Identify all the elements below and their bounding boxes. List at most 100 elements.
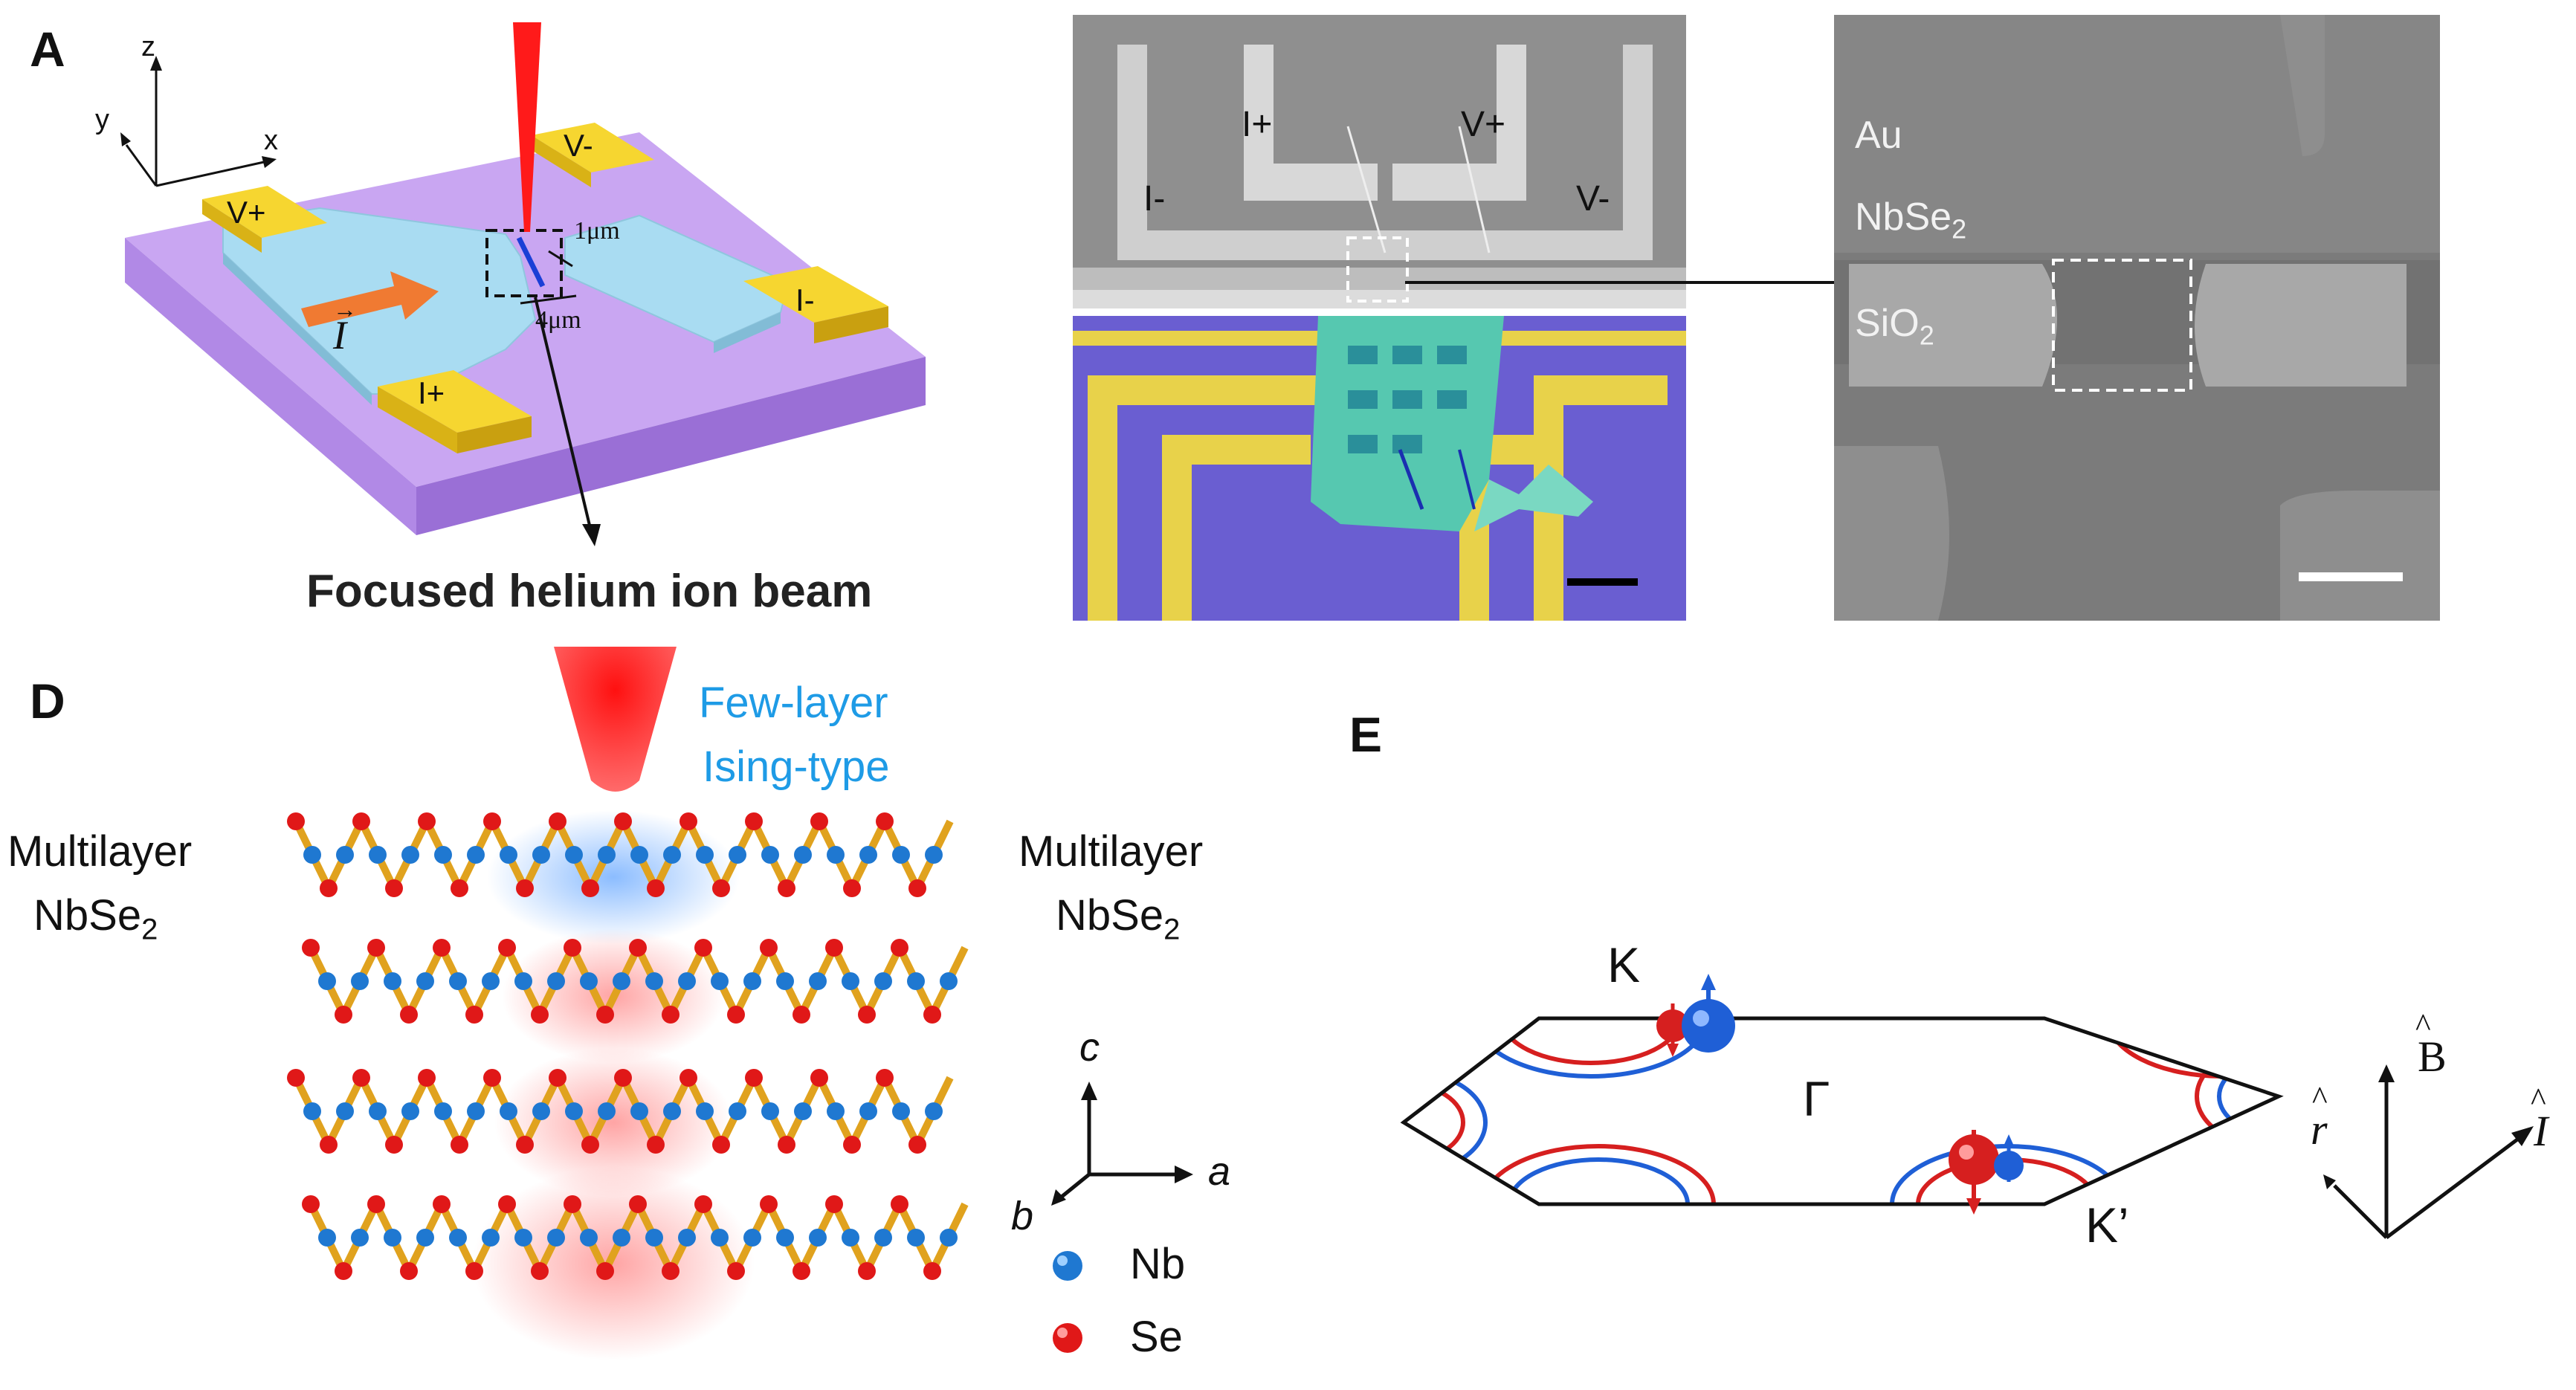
nb-atom — [449, 1229, 467, 1247]
nb-atom — [645, 1229, 663, 1247]
panel-a-axes — [125, 67, 265, 187]
nb-atom — [318, 1229, 336, 1247]
nb-atom — [336, 846, 354, 864]
se-atom — [352, 1069, 370, 1087]
se-atom — [385, 1136, 403, 1154]
se-atom — [810, 1069, 828, 1087]
nb-atom — [892, 846, 910, 864]
nb-atom — [401, 846, 419, 864]
b-label-v-plus: V+ — [1461, 105, 1506, 144]
nb-atom — [925, 1102, 943, 1120]
se-atom — [843, 1136, 861, 1154]
nbse2-layers — [287, 812, 969, 1280]
few-layer-line1: Few-layer — [699, 679, 888, 727]
se-atom — [727, 1262, 745, 1280]
nb-atom — [318, 972, 336, 990]
pad-v-minus[interactable] — [532, 123, 654, 172]
nb-atom — [384, 972, 401, 990]
c-label-nbse2: NbSe2 — [1855, 195, 1966, 245]
pad-i-plus-side — [378, 387, 457, 453]
nb-atom — [449, 972, 467, 990]
nb-atom — [776, 972, 794, 990]
pad-v-plus[interactable] — [202, 186, 327, 238]
nb-atom — [827, 846, 845, 864]
se-atom — [760, 939, 778, 957]
se-atom — [498, 939, 516, 957]
se-atom — [581, 1136, 599, 1154]
se-atom — [876, 812, 894, 830]
nb-atom — [500, 846, 517, 864]
se-atom — [858, 1006, 876, 1024]
e-label-b-field: ^ B — [2415, 1007, 2447, 1082]
nb-atom — [696, 846, 714, 864]
pad-i-minus[interactable] — [743, 266, 888, 323]
e-label-b-hat: ^ — [2415, 1007, 2431, 1044]
se-atom — [465, 1006, 483, 1024]
d-crystal-axes — [1060, 1096, 1178, 1198]
substrate-right-side — [416, 357, 926, 535]
nb-atom — [645, 972, 663, 990]
dim-label-length: 4μm — [535, 306, 581, 334]
nb-atom — [663, 846, 681, 864]
nb-atom — [794, 846, 812, 864]
panel-e-brillouin-zone — [1400, 974, 2534, 1239]
nb-atom — [303, 846, 321, 864]
se-atom — [483, 812, 501, 830]
pointer-line — [534, 297, 593, 532]
se-atom — [400, 1262, 418, 1280]
nb-atom — [500, 1102, 517, 1120]
nb-atom — [859, 846, 877, 864]
se-atom — [662, 1262, 679, 1280]
nb-atom — [401, 1102, 419, 1120]
flake-right-side — [714, 312, 781, 353]
z-axis-arrow — [150, 56, 162, 71]
se-atom — [367, 939, 385, 957]
e-label-gamma: Γ — [1803, 1071, 1830, 1126]
se-atom — [367, 1195, 385, 1213]
axis-label-z: z — [141, 31, 155, 62]
se-atom — [727, 1006, 745, 1024]
se-atom — [516, 879, 534, 897]
se-atom — [287, 1069, 305, 1087]
se-atom — [614, 812, 632, 830]
b-scalebar — [1567, 578, 1638, 586]
se-atom — [549, 1069, 566, 1087]
pointer-arrowhead — [582, 524, 601, 546]
se-atom — [531, 1006, 549, 1024]
se-atom — [581, 879, 599, 897]
se-atom — [745, 812, 763, 830]
multilayer-right-line1: Multilayer — [1019, 827, 1204, 876]
b-label-v-minus: V- — [1576, 179, 1610, 219]
panel-a-letter: A — [30, 22, 65, 77]
se-atom — [596, 1262, 614, 1280]
se-atom — [712, 879, 730, 897]
legend-se-sphere — [1053, 1323, 1082, 1353]
se-atom — [433, 939, 451, 957]
pad-i-minus-side — [814, 306, 888, 343]
nb-atom — [761, 846, 779, 864]
nb-atom — [809, 972, 827, 990]
c-label-nbse2-main: NbSe — [1855, 195, 1952, 239]
se-atom — [908, 879, 926, 897]
b-axis-arrowhead — [1051, 1189, 1066, 1206]
flake-left-side — [223, 253, 372, 405]
nb-atom — [743, 1229, 761, 1247]
se-atom — [549, 812, 566, 830]
c-label-sio2-main: SiO — [1855, 302, 1920, 345]
d-axis-label-a: a — [1208, 1149, 1231, 1194]
se-atom — [810, 812, 828, 830]
pad-label-i-minus: I- — [795, 282, 815, 317]
legend-se-highlight — [1057, 1328, 1068, 1338]
pad-label-v-plus: V+ — [227, 195, 266, 230]
helium-beam — [513, 22, 541, 232]
current-symbol-vector-arrow: → — [333, 296, 357, 323]
pad-i-plus[interactable] — [378, 370, 532, 433]
se-atom — [778, 879, 795, 897]
se-atom — [385, 879, 403, 897]
se-atom — [745, 1069, 763, 1087]
nb-atom — [384, 1229, 401, 1247]
se-atom — [679, 812, 697, 830]
panel-b-optical-image — [1073, 316, 1686, 621]
se-atom — [335, 1006, 352, 1024]
nb-atom — [598, 1102, 616, 1120]
